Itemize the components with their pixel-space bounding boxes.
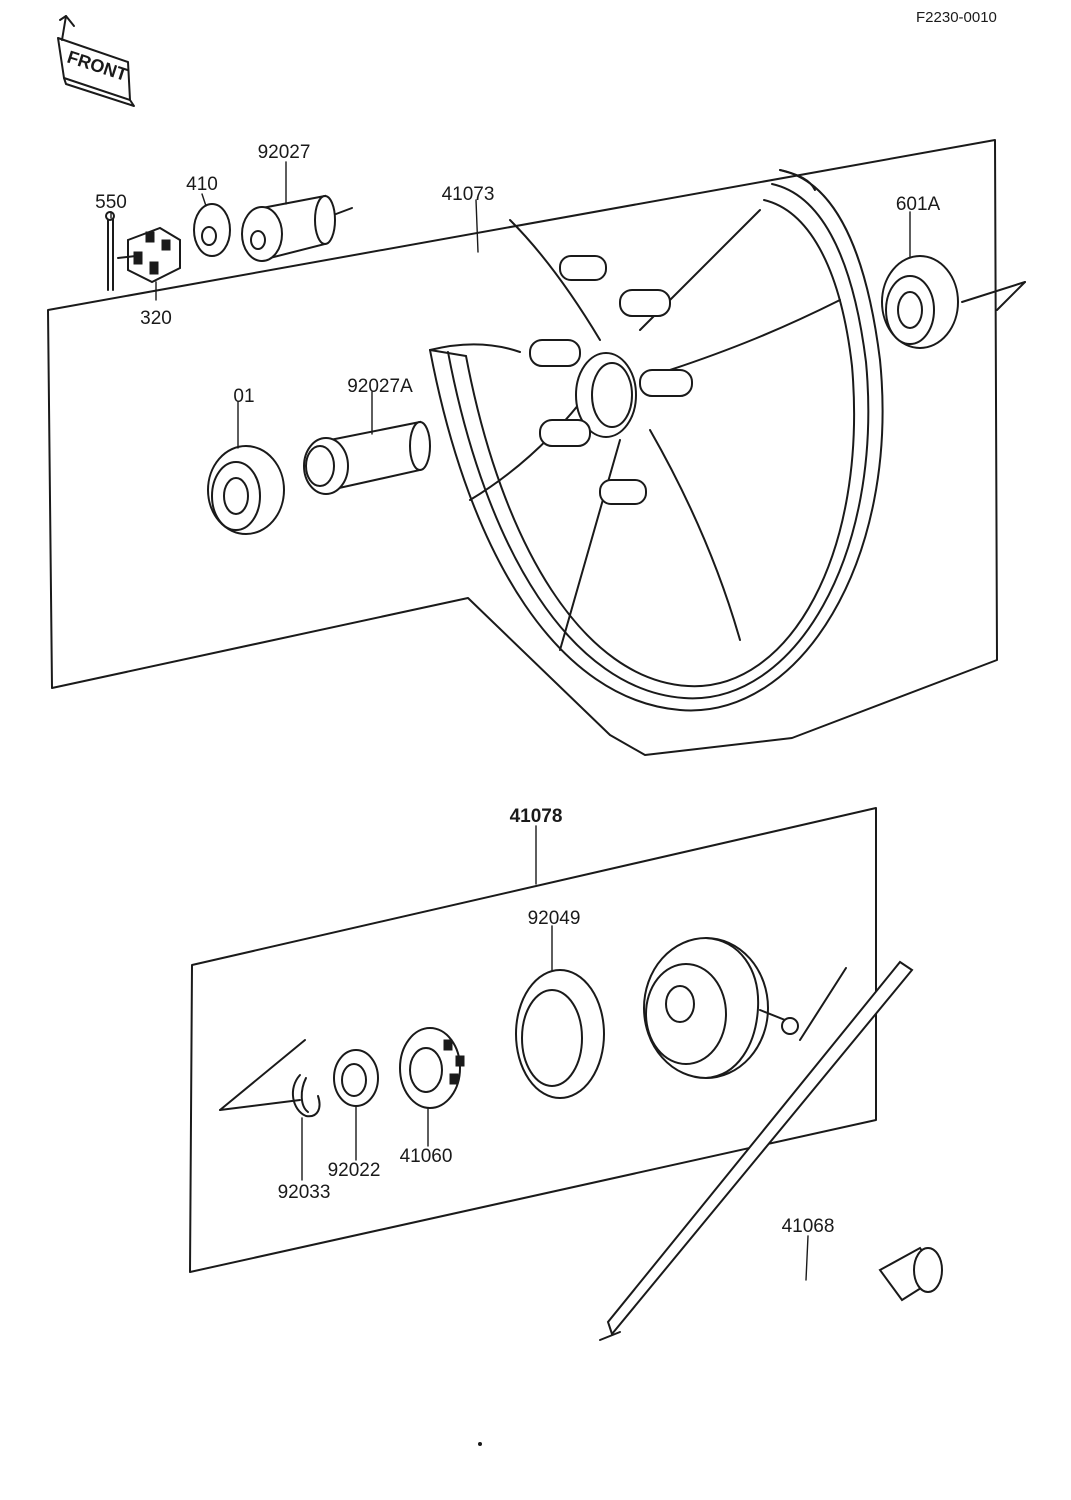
- part-label-41078: 41078: [510, 806, 563, 827]
- part-label-320: 320: [140, 308, 172, 329]
- cast-wheel: [429, 169, 884, 712]
- part-label-92049: 92049: [528, 908, 581, 929]
- front-arrow-icon: FRONT: [57, 15, 135, 107]
- part-label-41060: 41060: [400, 1146, 453, 1167]
- spacer-collar: [241, 194, 353, 262]
- drawing-code: F2230-0010: [916, 9, 997, 26]
- part-label-410: 410: [186, 174, 218, 195]
- leader-lines: [110, 161, 911, 1281]
- part-label-92033: 92033: [278, 1182, 331, 1203]
- part-label-550: 550: [95, 192, 127, 213]
- wheel-group-outline: [47, 139, 1026, 756]
- part-label-92022: 92022: [328, 1160, 381, 1181]
- part-label-601A: 601A: [896, 194, 941, 215]
- circlip: [291, 1074, 321, 1118]
- part-label-41073: 41073: [442, 184, 495, 205]
- left-bearing: [207, 445, 285, 535]
- right-bearing: [881, 255, 959, 349]
- part-label-92027A: 92027A: [347, 376, 413, 397]
- distance-collar: [303, 420, 431, 495]
- part-label-41068: 41068: [782, 1216, 835, 1237]
- part-label-01: 01: [233, 386, 254, 407]
- axle-shaft: [599, 960, 943, 1341]
- cotter-pin: [105, 211, 115, 291]
- part-label-92027: 92027: [258, 142, 311, 163]
- washer: [193, 203, 231, 257]
- coupling-sprocket: [399, 1027, 465, 1109]
- print-speck: [478, 1442, 482, 1446]
- castle-nut: [117, 226, 181, 284]
- oil-seal: [515, 969, 605, 1099]
- brake-hub: [643, 937, 799, 1079]
- hub-group-outline: [189, 807, 877, 1273]
- hub-washer: [333, 1049, 379, 1107]
